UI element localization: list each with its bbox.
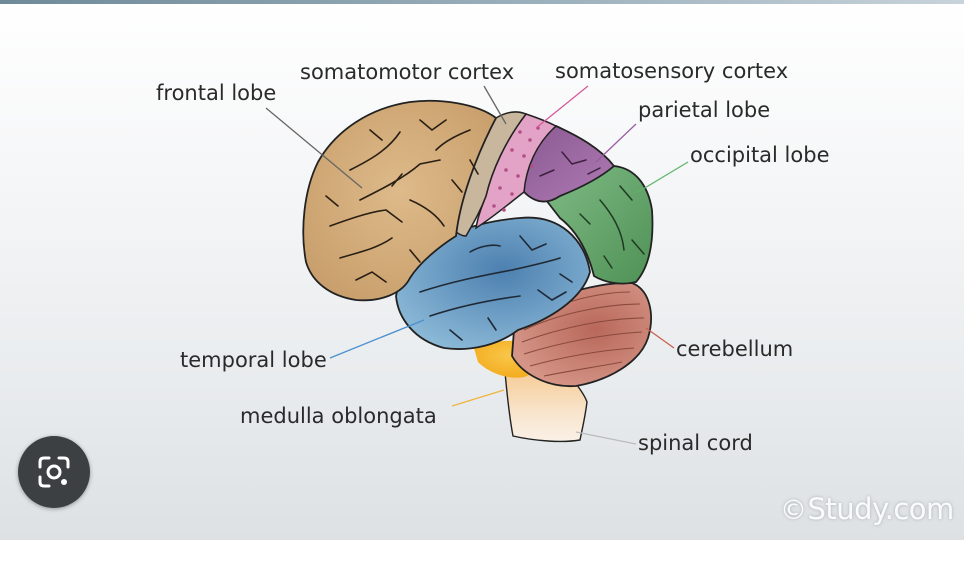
parietal-lobe-sulci xyxy=(539,151,601,177)
medulla-oblongata-leader xyxy=(451,389,505,407)
spinal-cord-leader xyxy=(575,431,637,445)
label-somatomotor-cortex: somatomotor cortex xyxy=(300,60,514,84)
occipital-lobe-sulci xyxy=(579,185,645,269)
frontal-lobe-region xyxy=(302,99,498,302)
label-temporal-lobe: temporal lobe xyxy=(180,348,327,372)
diagram-image[interactable]: frontal lobe somatomotor cortex somatose… xyxy=(0,0,964,540)
label-spinal-cord: spinal cord xyxy=(638,431,753,455)
top-border xyxy=(0,0,964,4)
label-medulla-oblongata: medulla oblongata xyxy=(240,404,437,428)
label-parietal-lobe: parietal lobe xyxy=(638,98,770,122)
visual-search-button[interactable] xyxy=(18,436,90,508)
frontal-lobe-sulci xyxy=(325,119,479,283)
somatosensory-cortex-leader xyxy=(535,85,589,129)
cerebellum-leader xyxy=(645,327,675,349)
camera-search-icon xyxy=(38,456,70,488)
temporal-lobe-region xyxy=(395,216,591,350)
watermark-text: Study.com xyxy=(807,492,955,526)
label-frontal-lobe: frontal lobe xyxy=(156,81,276,105)
frontal-lobe-leader xyxy=(265,107,363,189)
somatosensory-cortex-dots xyxy=(492,126,540,212)
leader-lines xyxy=(265,85,689,445)
brain-diagram: frontal lobe somatomotor cortex somatose… xyxy=(156,59,829,455)
occipital-lobe-leader xyxy=(637,161,689,193)
label-cerebellum: cerebellum xyxy=(676,337,793,361)
temporal-lobe-sulci xyxy=(419,235,573,341)
study-com-watermark: ©Study.com xyxy=(780,492,954,526)
temporal-lobe-leader xyxy=(329,319,425,359)
copyright-icon: © xyxy=(780,495,807,526)
label-somatosensory-cortex: somatosensory cortex xyxy=(555,59,788,83)
parietal-lobe-leader xyxy=(595,123,637,163)
label-occipital-lobe: occipital lobe xyxy=(690,143,829,167)
cerebellum-folia xyxy=(521,291,645,377)
somatomotor-cortex-leader xyxy=(483,85,507,125)
